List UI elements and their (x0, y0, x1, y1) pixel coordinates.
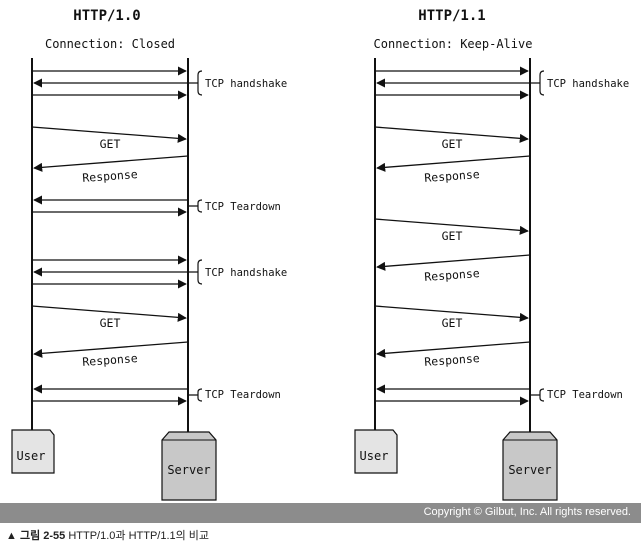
response-arrow (376, 155, 531, 172)
response-arrow (376, 341, 531, 358)
tcp-handshake-arrows (32, 255, 188, 289)
note-bracket (188, 70, 203, 96)
footer-bar: Copyright © Gilbut, Inc. All rights rese… (0, 503, 641, 523)
panel-http10: HTTP/1.0 Connection: Closed TCP handshak… (11, 8, 287, 501)
client-box: User (354, 429, 398, 474)
request-arrow (31, 126, 187, 143)
request-arrow (374, 218, 529, 235)
message-label: GET (442, 229, 463, 243)
client-label: User (17, 449, 46, 463)
response-arrow (376, 254, 531, 271)
message-label: Response (424, 266, 480, 284)
server-box: Server (161, 431, 217, 501)
note-tcp-handshake: TCP handshake (205, 267, 287, 279)
note-tcp-teardown: TCP Teardown (547, 389, 623, 401)
panel-subtitle: Connection: Keep-Alive (374, 37, 533, 51)
note-bracket (530, 388, 545, 402)
server-label: Server (508, 463, 551, 477)
message-label: Response (424, 351, 480, 369)
note-tcp-teardown: TCP Teardown (205, 201, 281, 213)
note-bracket (530, 70, 545, 96)
response-arrow (33, 341, 189, 358)
panel-http11: HTTP/1.1 Connection: Keep-Alive TCP hand… (354, 8, 629, 501)
tcp-teardown-arrows (32, 384, 188, 406)
message-label: GET (100, 316, 121, 330)
panel-title: HTTP/1.1 (418, 8, 485, 24)
note-bracket (188, 259, 203, 285)
message-label: GET (442, 316, 463, 330)
note-bracket (188, 199, 203, 213)
message-label: Response (82, 351, 138, 369)
http-comparison-diagram: HTTP/1.0 Connection: Closed TCP handshak… (11, 8, 629, 501)
request-arrow (374, 126, 529, 143)
server-label: Server (167, 463, 210, 477)
note-tcp-teardown: TCP Teardown (205, 389, 281, 401)
caption-number: ▲ 그림 2-55 (6, 530, 66, 542)
client-box: User (11, 429, 55, 474)
note-bracket (188, 388, 203, 402)
message-label: GET (442, 137, 463, 151)
note-tcp-handshake: TCP handshake (205, 78, 287, 90)
request-arrow (374, 305, 529, 322)
client-label: User (360, 449, 389, 463)
request-arrow (31, 305, 187, 322)
tcp-handshake-arrows (32, 66, 188, 100)
caption-text: HTTP/1.0과 HTTP/1.1의 비교 (65, 530, 210, 542)
message-label: GET (100, 137, 121, 151)
panel-title: HTTP/1.0 (73, 8, 140, 24)
panel-subtitle: Connection: Closed (45, 37, 175, 51)
note-tcp-handshake: TCP handshake (547, 78, 629, 90)
tcp-teardown-arrows (375, 384, 530, 406)
copyright-text: Copyright © Gilbut, Inc. All rights rese… (423, 506, 631, 518)
tcp-teardown-arrows (32, 195, 188, 217)
tcp-handshake-arrows (375, 66, 530, 100)
response-arrow (33, 155, 189, 172)
message-label: Response (424, 167, 480, 185)
figure-caption: ▲ 그림 2-55 HTTP/1.0과 HTTP/1.1의 비교 (6, 527, 209, 543)
message-label: Response (82, 167, 138, 185)
server-box: Server (502, 431, 558, 501)
